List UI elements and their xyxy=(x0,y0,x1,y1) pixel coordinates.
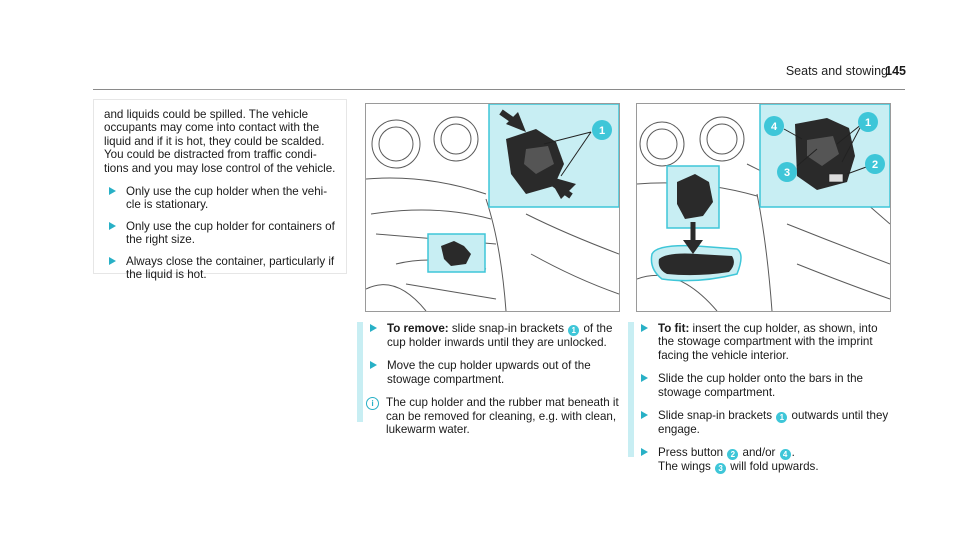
removal-illustration: 1 xyxy=(366,104,619,311)
callout-ref: 3 xyxy=(715,463,727,475)
step-arrow-icon xyxy=(370,361,377,370)
callout-1: 1 xyxy=(599,125,605,137)
callout-ref: 1 xyxy=(568,325,580,336)
margin-stripe xyxy=(628,322,634,457)
fit-instructions: To fit: insert the cup holder, as shown,… xyxy=(636,322,896,484)
info-note: i The cup holder and the rubber mat bene… xyxy=(365,396,625,436)
callout-2: 2 xyxy=(872,159,878,171)
step-label: To fit: xyxy=(658,322,690,335)
step-fit: To fit: insert the cup holder, as shown,… xyxy=(636,322,896,362)
header-divider xyxy=(93,89,905,90)
bullet-arrow-icon xyxy=(109,187,116,196)
step-arrow-icon xyxy=(641,324,648,332)
callout-ref: 4 xyxy=(779,449,791,461)
bullet-arrow-icon xyxy=(109,221,116,230)
warning-intro: and liquids could be spilled. The vehicl… xyxy=(104,108,336,175)
callout-ref: 2 xyxy=(727,449,739,461)
step-arrow-icon xyxy=(370,324,377,332)
step-remove: To remove: slide snap-in brackets 1 of t… xyxy=(365,322,625,349)
bullet-arrow-icon xyxy=(109,256,116,265)
remove-instructions: To remove: slide snap-in brackets 1 of t… xyxy=(365,322,625,444)
step-fit-4: Press button 2 and/or 4.The wings 3 will… xyxy=(636,446,896,475)
step-fit-3: Slide snap-in brackets 1 outwards until … xyxy=(636,409,896,436)
section-title: Seats and stowing xyxy=(785,64,888,78)
info-icon: i xyxy=(366,397,379,411)
page-header: Seats and stowing 145 xyxy=(0,60,960,84)
warning-item: Always close the container, particularly… xyxy=(104,255,336,282)
step-remove-2: Move the cup holder upwards out of the s… xyxy=(365,359,625,386)
fitting-illustration: 4 1 3 2 xyxy=(637,104,890,311)
step-arrow-icon xyxy=(641,448,648,457)
step-fit-2: Slide the cup holder onto the bars in th… xyxy=(636,372,896,399)
margin-stripe xyxy=(357,322,363,422)
page-number: 145 xyxy=(885,64,906,78)
step-label: To remove: xyxy=(387,322,449,335)
step-arrow-icon xyxy=(641,411,648,420)
callout-4: 4 xyxy=(771,121,778,133)
callout-ref: 1 xyxy=(776,412,788,424)
step-arrow-icon xyxy=(641,374,648,383)
figure-remove-cup-holder: 1 xyxy=(365,103,620,312)
callout-1: 1 xyxy=(865,117,871,129)
warning-item: Only use the cup holder for containers o… xyxy=(104,220,336,247)
warning-item: Only use the cup holder when the vehi­cl… xyxy=(104,185,336,212)
figure-fit-cup-holder: 4 1 3 2 xyxy=(636,103,891,312)
callout-3: 3 xyxy=(784,167,790,179)
warning-box: and liquids could be spilled. The vehicl… xyxy=(93,99,347,281)
